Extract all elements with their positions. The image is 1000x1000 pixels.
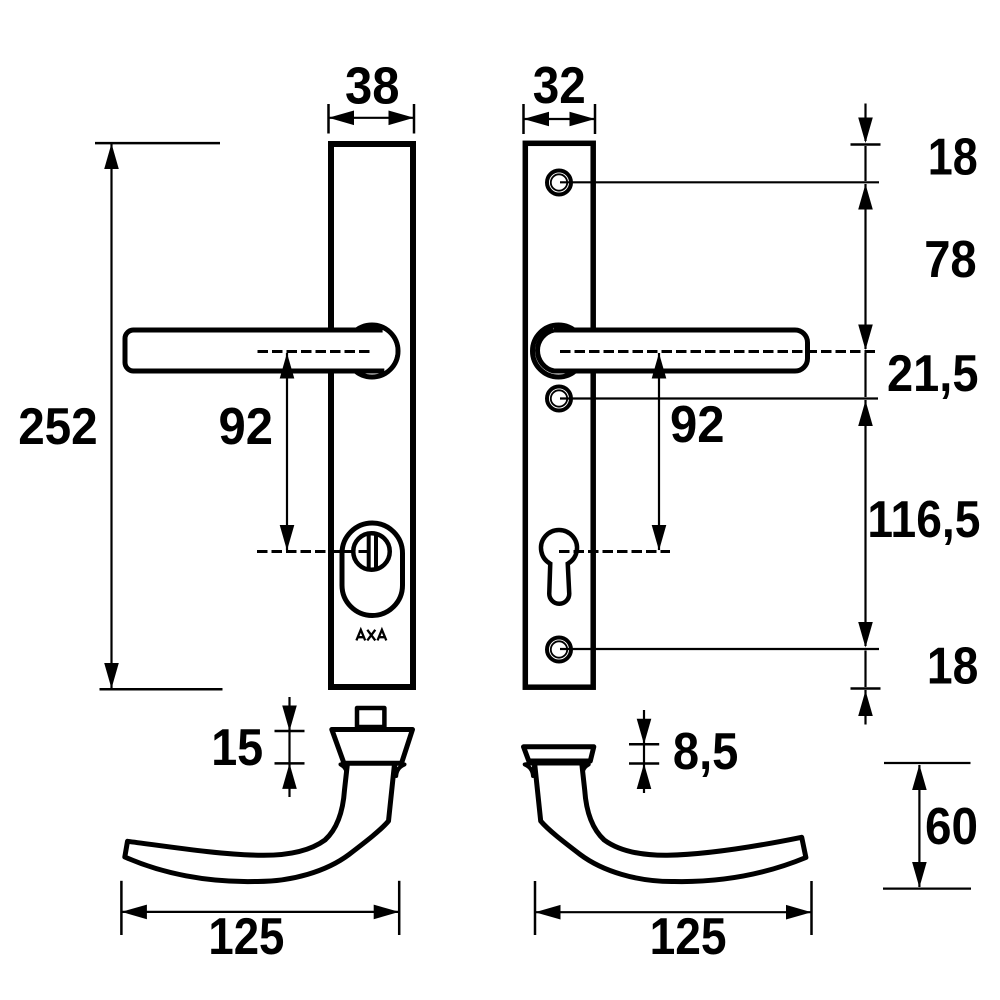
svg-text:38: 38	[345, 58, 400, 116]
svg-text:8,5: 8,5	[673, 723, 739, 781]
svg-text:92: 92	[670, 396, 725, 454]
svg-text:92: 92	[219, 398, 274, 456]
svg-text:15: 15	[211, 719, 263, 777]
svg-text:32: 32	[533, 57, 586, 115]
svg-text:78: 78	[924, 231, 977, 289]
svg-text:252: 252	[18, 398, 98, 456]
svg-text:18: 18	[927, 638, 979, 696]
svg-text:116,5: 116,5	[867, 491, 980, 549]
svg-text:125: 125	[208, 908, 284, 966]
svg-text:18: 18	[928, 129, 978, 187]
svg-text:125: 125	[650, 908, 727, 966]
svg-text:21,5: 21,5	[887, 345, 979, 403]
svg-text:60: 60	[925, 798, 978, 856]
